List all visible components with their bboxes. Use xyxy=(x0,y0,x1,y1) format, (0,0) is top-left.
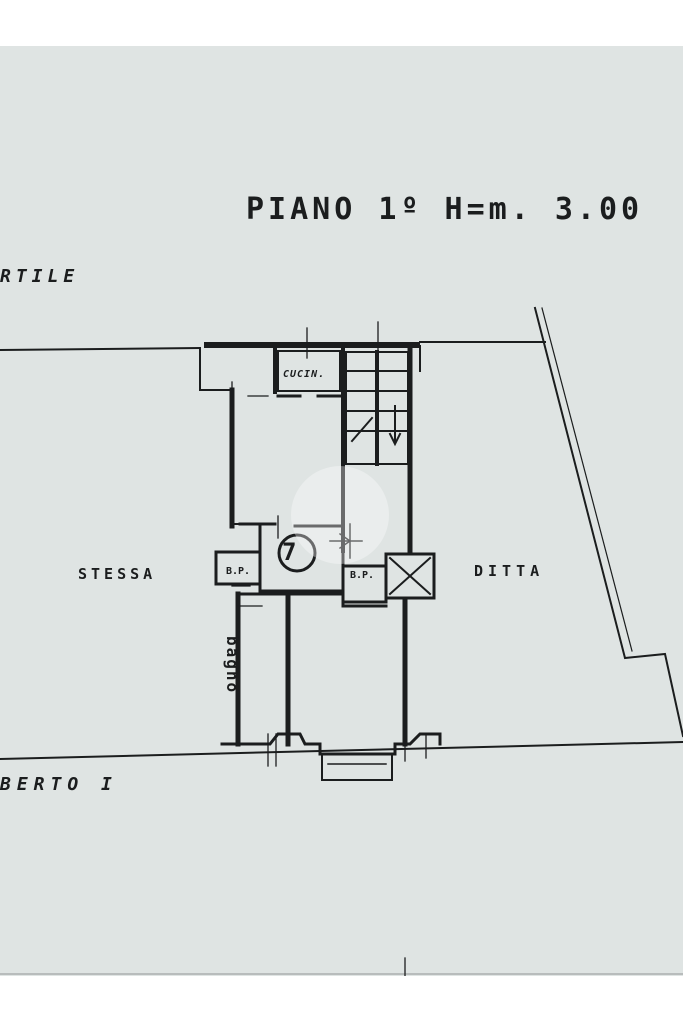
watermark-logo xyxy=(291,466,389,564)
label-bp-left: B.P. xyxy=(226,566,251,577)
staircase xyxy=(345,350,409,466)
label-kitchen: CUCIN. xyxy=(283,369,326,380)
plan-title: PIANO 1º H=m. 3.00 xyxy=(246,192,644,227)
property-boundary-right xyxy=(533,306,683,738)
label-bp-right: B.P. xyxy=(350,570,375,581)
label-stessa: STESSA xyxy=(78,565,157,583)
unit-number-circle xyxy=(277,533,317,573)
label-cortile: RTILE xyxy=(0,266,80,287)
label-street: BERTO I xyxy=(0,774,118,795)
street-boundary-line xyxy=(0,740,683,761)
courtyard-boundary-line xyxy=(0,346,202,352)
kitchen-room xyxy=(277,350,341,392)
label-bathroom: bagno xyxy=(223,636,242,695)
label-ditta: DITTA xyxy=(474,562,545,580)
label-unit-number: 7 xyxy=(282,538,297,566)
floor-plan-drawing xyxy=(0,306,683,976)
floor-plan-sheet: PIANO 1º H=m. 3.00 RTILE STESSA DITTA BE… xyxy=(0,46,683,976)
